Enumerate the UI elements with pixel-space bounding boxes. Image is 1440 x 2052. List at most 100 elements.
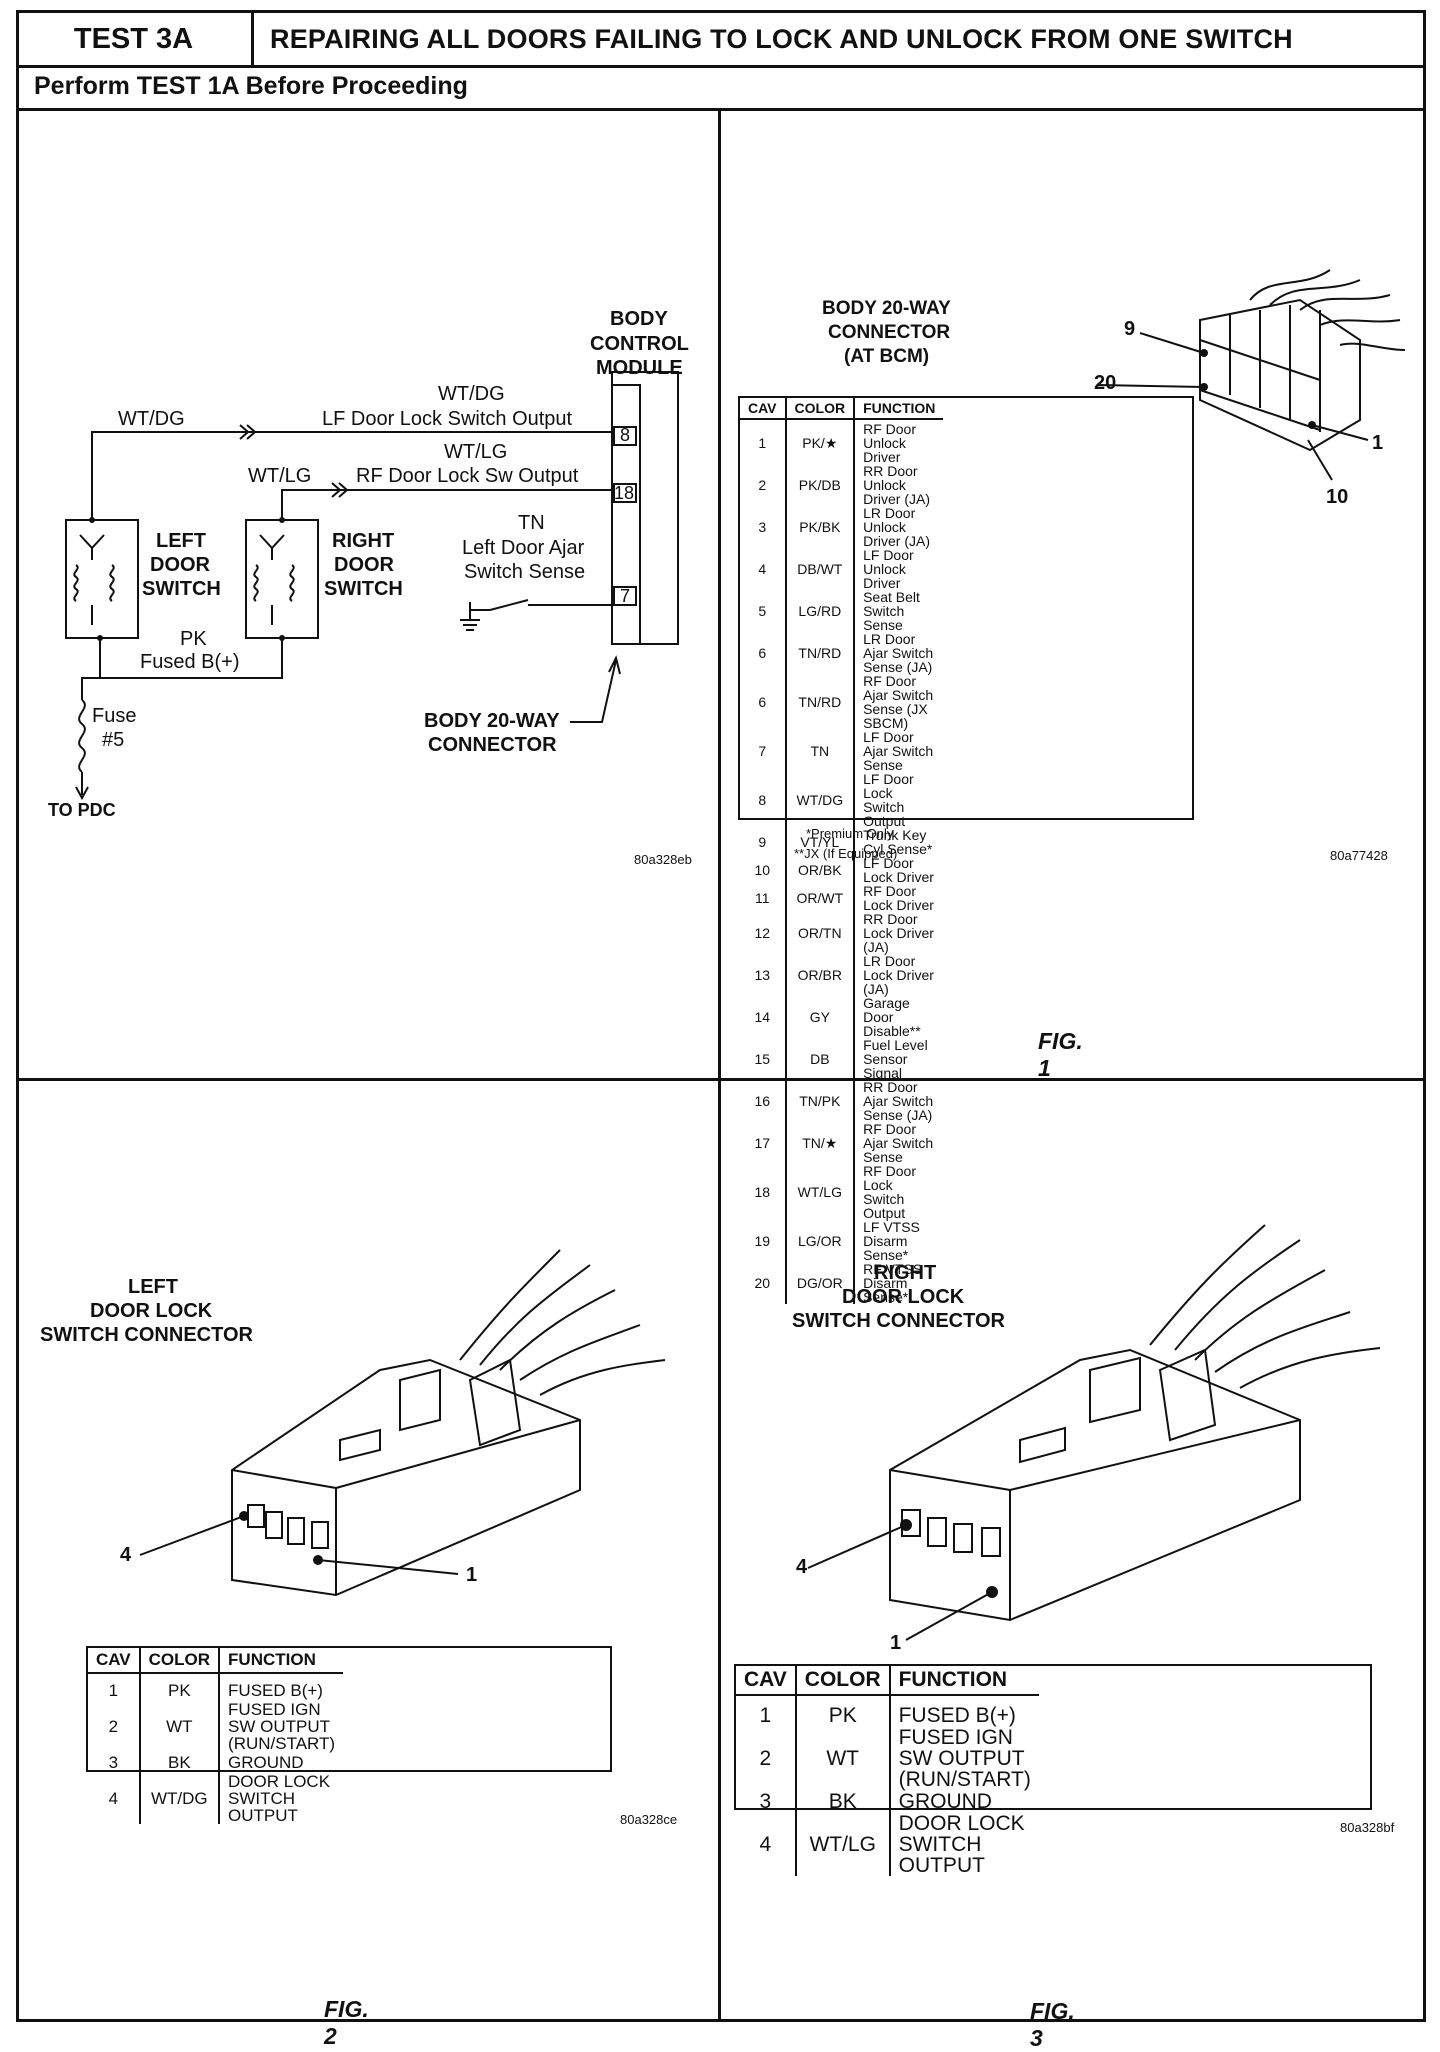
test-title: REPAIRING ALL DOORS FAILING TO LOCK AND … — [270, 24, 1293, 54]
function-cell: FUSED IGN SW OUTPUT (RUN/START) — [218, 1701, 344, 1752]
fig3-callout-4: 4 — [796, 1556, 808, 1578]
color-cell: LG/RD — [784, 590, 855, 632]
function-cell: RR Door Lock Driver (JA) — [853, 912, 944, 954]
cav-cell: 6 — [758, 645, 767, 661]
fig2-table-box — [86, 1646, 612, 1772]
fig1-title-1: BODY 20-WAY — [822, 298, 951, 319]
color-cell: OR/TN — [784, 912, 855, 954]
wire2-label: RF Door Lock Sw Output — [356, 465, 579, 487]
fig1-title-3: (AT BCM) — [844, 346, 930, 367]
function-cell: LR Door Ajar Switch Sense (JA) — [853, 632, 944, 674]
fig3-callout-1: 1 — [890, 1632, 902, 1654]
feed-label: Fused B(+) — [140, 651, 240, 673]
color-cell: OR/BR — [784, 954, 855, 996]
function-cell: FUSED IGN SW OUTPUT (RUN/START) — [888, 1727, 1039, 1790]
fig3-caption: FIG. 3 — [1030, 1998, 1075, 2051]
fig1-table-box — [738, 396, 1194, 820]
function-cell: Garage Door Disable** — [853, 996, 944, 1038]
fig1-footnote-1: *Premium Only — [806, 826, 894, 841]
left-switch-label-3: SWITCH — [142, 578, 221, 600]
color-cell: WT/LG — [784, 1164, 855, 1220]
cav-cell: 1 — [759, 1704, 772, 1727]
color-cell: WT — [138, 1701, 220, 1752]
cav-cell: 19 — [754, 1233, 771, 1249]
color-cell: PK/BK — [784, 506, 855, 548]
function-cell: RF Door Lock Switch Output — [853, 1164, 944, 1220]
function-cell: GROUND — [888, 1790, 1039, 1813]
wire1-color: WT/DG — [438, 383, 505, 405]
function-cell: LR Door Lock Driver (JA) — [853, 954, 944, 996]
cav-cell: 5 — [758, 603, 767, 619]
fuse-number: #5 — [102, 729, 125, 751]
cav-cell: 12 — [754, 925, 771, 941]
schematic-wiring — [65, 371, 679, 801]
fig1-col-cav: CAV — [740, 398, 786, 420]
wire1-label: LF Door Lock Switch Output — [322, 408, 573, 430]
header-bar — [16, 10, 1426, 68]
fig2-title-3: SWITCH CONNECTOR — [40, 1324, 253, 1346]
cav-cell: 9 — [758, 834, 767, 850]
fuse-label: Fuse — [92, 705, 137, 727]
function-cell: LF Door Lock Driver — [853, 856, 944, 884]
color-cell: TN/RD — [784, 632, 855, 674]
cav-cell: 17 — [754, 1135, 771, 1151]
function-cell: RF Door Unlock Driver — [853, 419, 944, 464]
function-cell: Fuel Level Sensor Signal — [853, 1038, 944, 1080]
color-cell: TN/RD — [784, 674, 855, 730]
grid-vertical-divider — [718, 108, 721, 2022]
fig1-col-function: FUNCTION — [853, 398, 944, 420]
color-cell: TN — [784, 730, 855, 772]
wire3-label-2: Switch Sense — [464, 561, 586, 583]
cav-cell: 2 — [108, 1717, 119, 1736]
cav-cell: 11 — [754, 890, 770, 906]
function-cell: RF VTSS Disarm Sense* — [853, 1262, 944, 1304]
wire1-color-left: WT/DG — [118, 408, 185, 430]
color-cell: TN/PK — [784, 1080, 855, 1122]
color-cell: DB/WT — [784, 548, 855, 590]
feed-color: PK — [180, 628, 207, 650]
function-cell: RF Door Ajar Switch Sense (JX SBCM) — [853, 674, 944, 730]
color-cell: GY — [784, 996, 855, 1038]
function-cell: Trunk Key Cyl Sense* — [853, 828, 944, 856]
color-cell: PK/★ — [784, 419, 855, 464]
cav-cell: 3 — [108, 1753, 119, 1772]
test-id: TEST 3A — [16, 10, 254, 68]
fig3-col-color: COLOR — [794, 1666, 890, 1696]
function-cell: FUSED B(+) — [888, 1695, 1039, 1727]
wire2-color: WT/LG — [444, 441, 508, 463]
fig1-caption: FIG. 1 — [1038, 1028, 1083, 1081]
function-cell: DOOR LOCK SWITCH OUTPUT — [888, 1813, 1039, 1876]
fig1-title-2: CONNECTOR — [828, 322, 951, 343]
pin-8: 8 — [620, 425, 631, 445]
color-cell: PK/DB — [784, 464, 855, 506]
color-cell: OR/BK — [784, 856, 855, 884]
color-cell: WT — [794, 1727, 890, 1790]
fig1-code: 80a77428 — [1330, 848, 1388, 863]
bcm-title-line3: MODULE — [596, 357, 683, 379]
color-cell: PK — [794, 1695, 890, 1727]
